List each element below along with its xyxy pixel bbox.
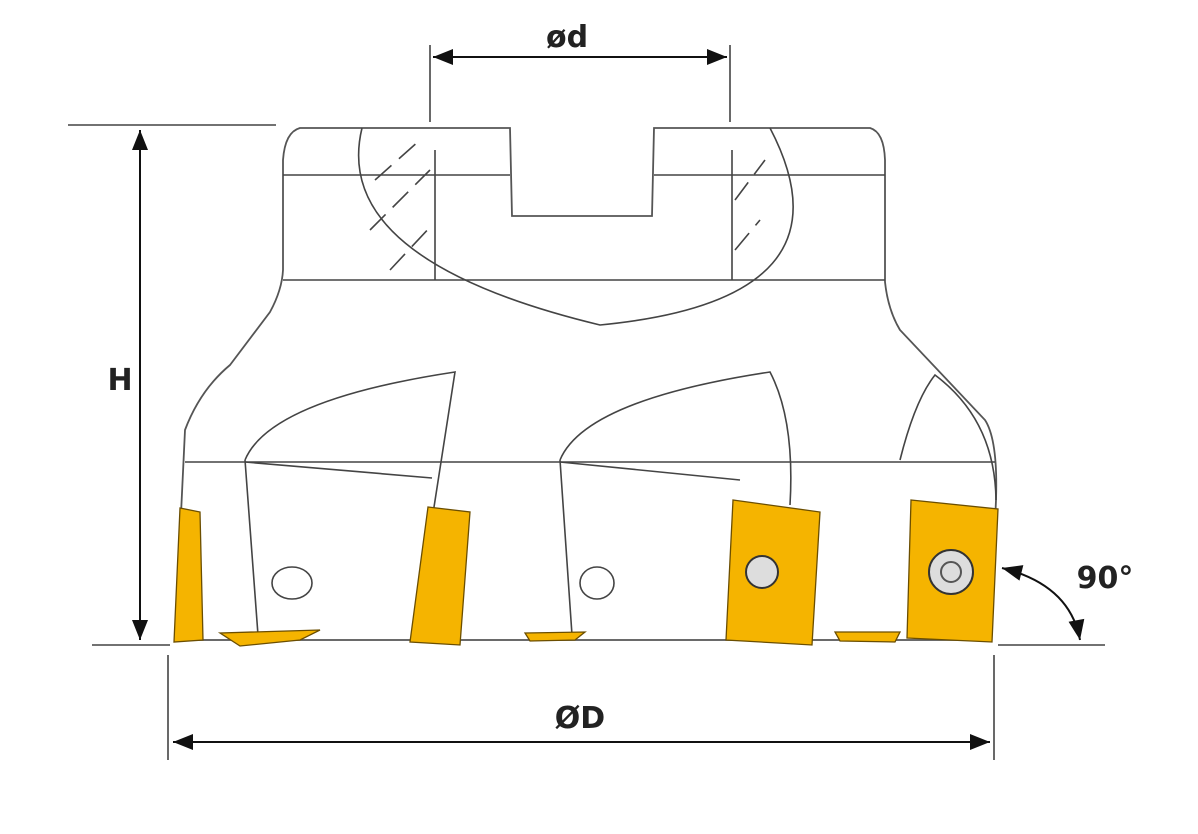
outer-diameter-label: ØD [555,701,605,736]
insert-7 [833,631,902,643]
screw-icon [745,555,779,589]
insert-1 [173,507,204,643]
height-label: H [107,363,132,398]
cutter-body [174,127,998,641]
insert-2 [409,506,471,646]
screw-icon [928,549,974,595]
insert-6 [523,631,587,642]
angle-label: 90° [1077,561,1134,596]
insert-5 [217,629,321,647]
bore-diameter-label: ød [546,20,588,55]
dimension-lines [68,45,1105,760]
cutting-inserts [173,499,999,647]
coolant-hole-1 [271,566,313,600]
coolant-hole-2 [579,566,615,600]
